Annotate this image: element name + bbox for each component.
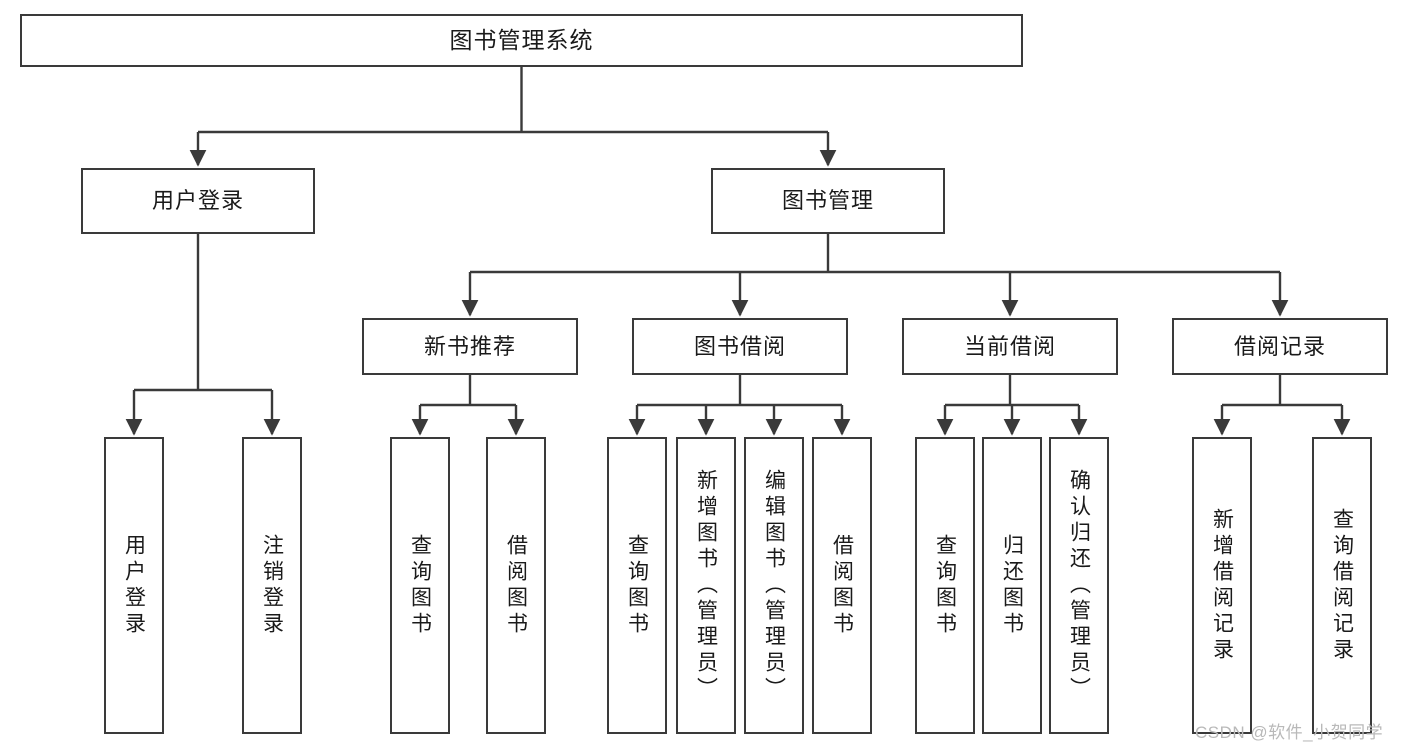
node-book-manage[interactable]: 图书管理: [711, 168, 945, 234]
node-leaf-add-record[interactable]: 新增借阅记录: [1192, 437, 1252, 734]
node-leaf-borrow-book-1[interactable]: 借阅图书: [486, 437, 546, 734]
node-root[interactable]: 图书管理系统: [20, 14, 1023, 67]
node-leaf-return-book[interactable]: 归还图书: [982, 437, 1042, 734]
node-leaf-query-record[interactable]: 查询借阅记录: [1312, 437, 1372, 734]
node-book-borrow[interactable]: 图书借阅: [632, 318, 848, 375]
node-leaf-edit-book[interactable]: 编辑图书（管理员）: [744, 437, 804, 734]
node-leaf-user-logout[interactable]: 注销登录: [242, 437, 302, 734]
watermark-label: CSDN @软件_小贺同学: [1195, 723, 1384, 742]
node-leaf-query-book-1[interactable]: 查询图书: [390, 437, 450, 734]
node-user-login[interactable]: 用户登录: [81, 168, 315, 234]
node-new-book-recommend[interactable]: 新书推荐: [362, 318, 578, 375]
node-leaf-user-login[interactable]: 用户登录: [104, 437, 164, 734]
node-leaf-confirm-return[interactable]: 确认归还（管理员）: [1049, 437, 1109, 734]
node-borrow-record[interactable]: 借阅记录: [1172, 318, 1388, 375]
node-leaf-add-book[interactable]: 新增图书（管理员）: [676, 437, 736, 734]
node-leaf-query-book-3[interactable]: 查询图书: [915, 437, 975, 734]
node-current-borrow[interactable]: 当前借阅: [902, 318, 1118, 375]
node-leaf-borrow-book-2[interactable]: 借阅图书: [812, 437, 872, 734]
node-leaf-query-book-2[interactable]: 查询图书: [607, 437, 667, 734]
